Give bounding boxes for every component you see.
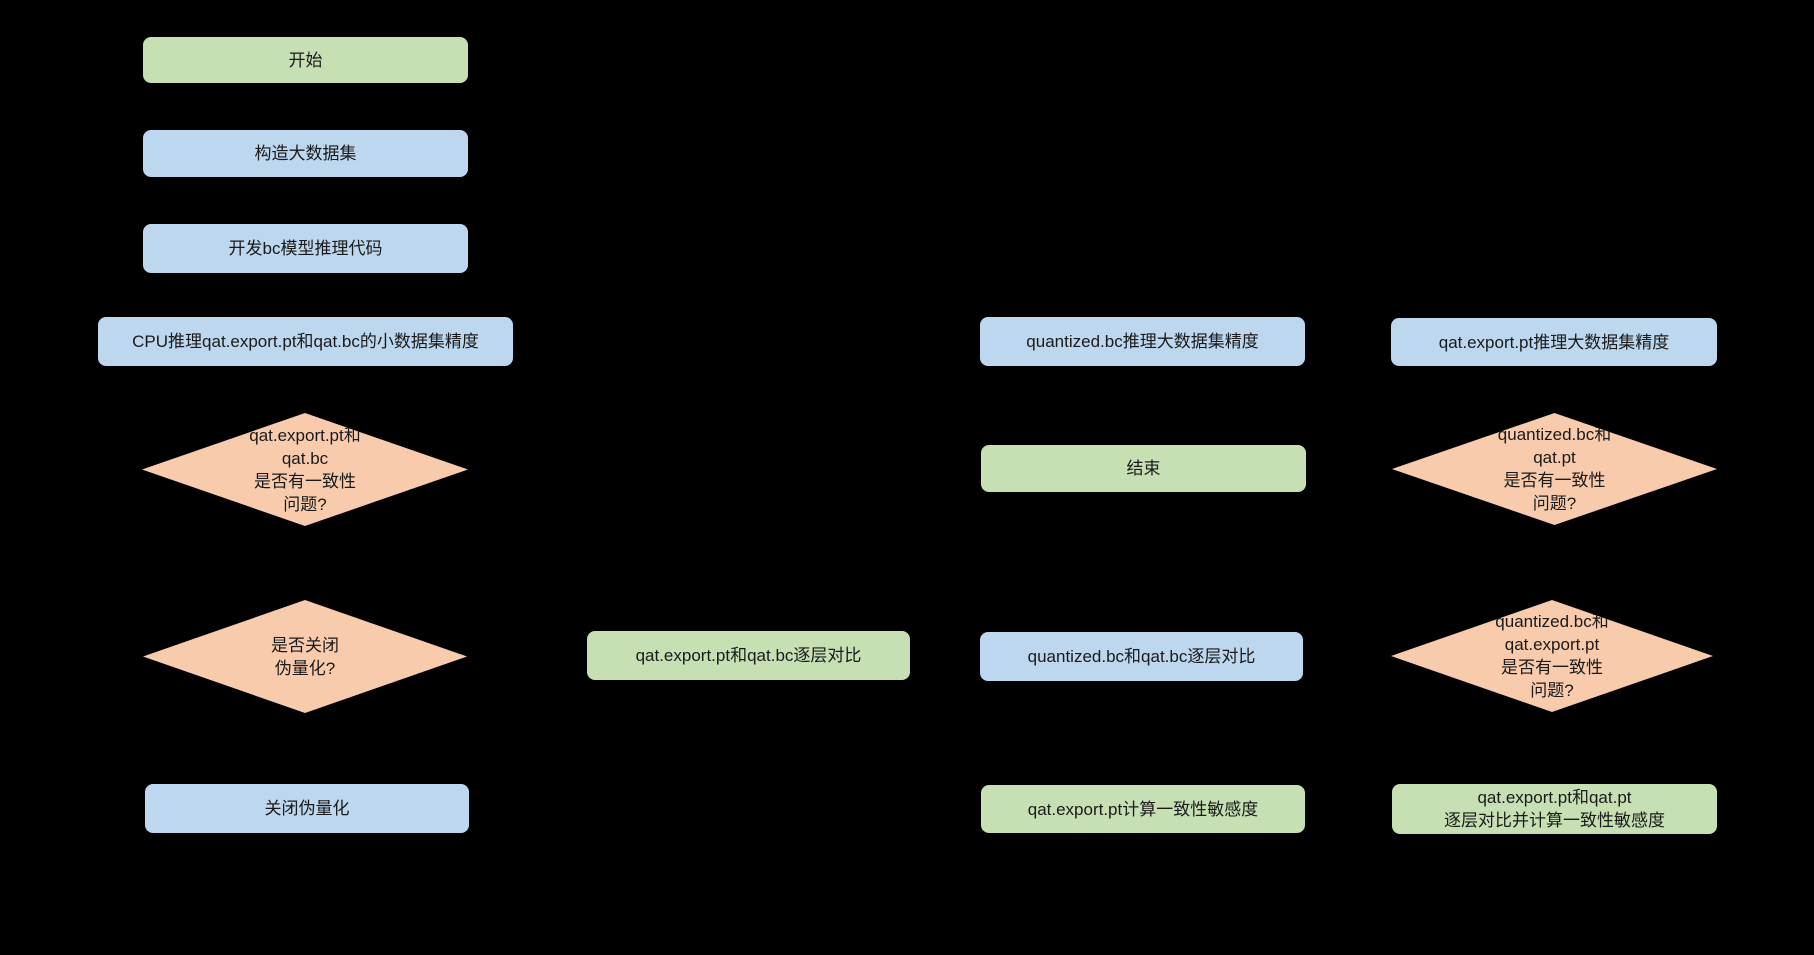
node-qat-export-pt-infer-large-dataset: qat.export.pt推理大数据集精度 [1391, 318, 1717, 366]
decision-quantized-bc-qat-pt-consistency-label: quantized.bc和 qat.pt 是否有一致性 问题? [1497, 425, 1612, 513]
decision-close-fake-quant: 是否关闭 伪量化? [143, 600, 467, 713]
node-develop-bc-inference-code-label: 开发bc模型推理代码 [228, 239, 383, 258]
decision-quantized-bc-qat-export-pt-consistency: quantized.bc和 qat.export.pt 是否有一致性 问题? [1391, 600, 1713, 712]
decision-quantized-bc-qat-pt-consistency: quantized.bc和 qat.pt 是否有一致性 问题? [1392, 413, 1717, 525]
node-quantized-bc-infer-large-dataset: quantized.bc推理大数据集精度 [980, 317, 1305, 366]
node-cpu-infer-small-dataset-label: CPU推理qat.export.pt和qat.bc的小数据集精度 [132, 332, 479, 351]
decision-close-fake-quant-label: 是否关闭 伪量化? [271, 635, 339, 678]
node-qat-export-pt-qat-bc-layer-compare-label: qat.export.pt和qat.bc逐层对比 [635, 646, 862, 665]
node-qat-export-pt-qat-pt-compare-sensitivity-label: qat.export.pt和qat.pt 逐层对比并计算一致性敏感度 [1444, 788, 1665, 830]
node-start-label: 开始 [288, 50, 323, 70]
node-quantized-bc-qat-bc-layer-compare-label: quantized.bc和qat.bc逐层对比 [1027, 647, 1256, 666]
node-start: 开始 [143, 37, 468, 83]
node-qat-export-pt-sensitivity: qat.export.pt计算一致性敏感度 [981, 785, 1305, 833]
node-end: 结束 [981, 445, 1306, 492]
node-qat-export-pt-qat-bc-layer-compare: qat.export.pt和qat.bc逐层对比 [587, 631, 910, 680]
node-quantized-bc-qat-bc-layer-compare: quantized.bc和qat.bc逐层对比 [980, 632, 1303, 681]
node-qat-export-pt-infer-large-dataset-label: qat.export.pt推理大数据集精度 [1438, 332, 1670, 352]
decision-qat-export-pt-qat-bc-consistency: qat.export.pt和 qat.bc 是否有一致性 问题? [142, 413, 468, 526]
node-build-large-dataset: 构造大数据集 [143, 130, 468, 177]
node-qat-export-pt-sensitivity-label: qat.export.pt计算一致性敏感度 [1027, 799, 1259, 819]
node-close-fake-quant: 关闭伪量化 [145, 784, 469, 833]
node-cpu-infer-small-dataset: CPU推理qat.export.pt和qat.bc的小数据集精度 [98, 317, 513, 366]
node-end-label: 结束 [1126, 459, 1161, 478]
node-close-fake-quant-label: 关闭伪量化 [264, 799, 350, 818]
node-qat-export-pt-qat-pt-compare-sensitivity: qat.export.pt和qat.pt 逐层对比并计算一致性敏感度 [1392, 784, 1717, 834]
decision-quantized-bc-qat-export-pt-consistency-label: quantized.bc和 qat.export.pt 是否有一致性 问题? [1495, 612, 1609, 700]
node-quantized-bc-infer-large-dataset-label: quantized.bc推理大数据集精度 [1026, 332, 1259, 351]
node-build-large-dataset-label: 构造大数据集 [254, 144, 357, 163]
decision-qat-export-pt-qat-bc-consistency-label: qat.export.pt和 qat.bc 是否有一致性 问题? [249, 425, 361, 514]
node-develop-bc-inference-code: 开发bc模型推理代码 [143, 224, 468, 273]
